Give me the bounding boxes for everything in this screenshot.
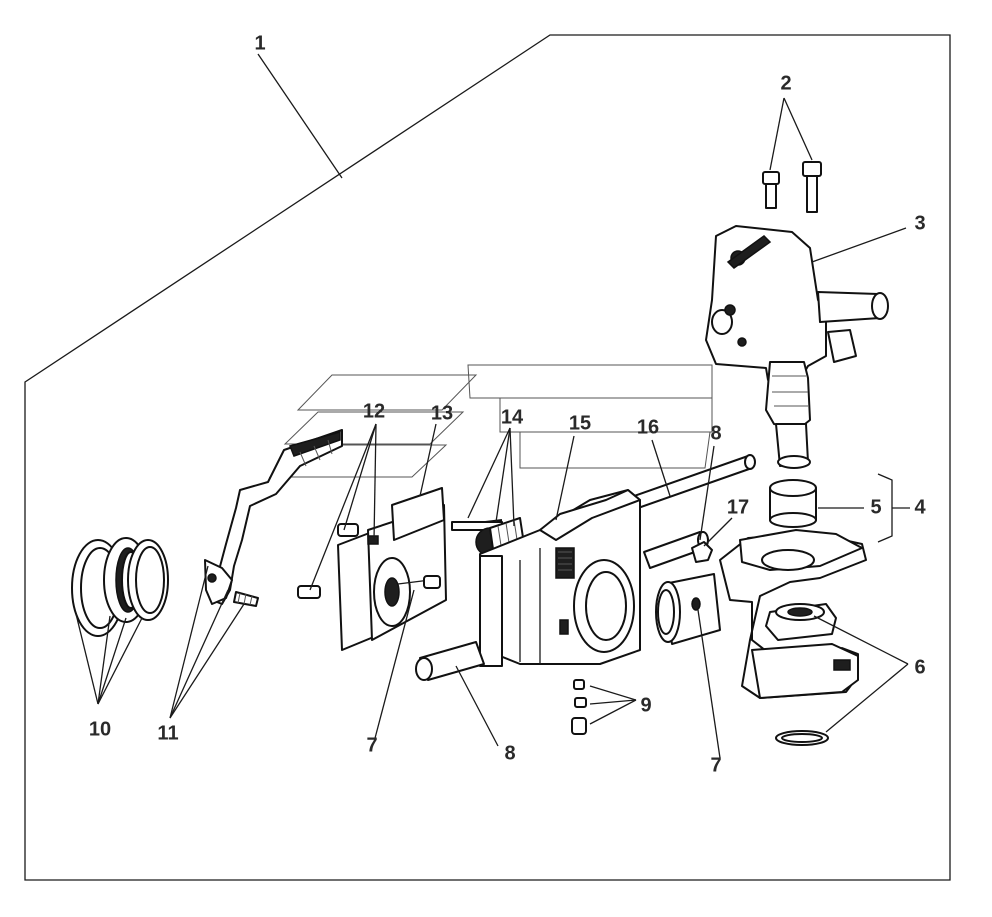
callout-7-left: 7: [366, 734, 377, 756]
layer-outlines: [268, 364, 713, 478]
part-17-nut: [691, 541, 713, 563]
part-10-seal-rings: [71, 537, 169, 637]
callout-7-right: 7: [710, 754, 721, 776]
part-3-coupling-head: [705, 225, 889, 469]
callout-17: 17: [727, 496, 749, 518]
central-housing: [479, 489, 641, 667]
callout-1: 1: [254, 32, 265, 54]
callout-6: 6: [914, 656, 925, 678]
part-2-bolts: [762, 161, 822, 213]
leader-lines: [75, 53, 910, 759]
callout-5: 5: [870, 496, 881, 518]
callout-13: 13: [431, 402, 453, 424]
callout-16: 16: [637, 416, 659, 438]
callout-14: 14: [501, 406, 524, 428]
part-9-bushings: [571, 679, 587, 735]
assembly-frame: [24, 34, 951, 881]
callout-2: 2: [780, 72, 791, 94]
callout-8-bottom: 8: [504, 742, 515, 764]
part-7-bushing: [655, 573, 721, 645]
callout-8-top: 8: [710, 422, 721, 444]
part-12-13-plates: [297, 487, 447, 651]
callout-3: 3: [914, 212, 925, 234]
part-4-coupling-jaw: [719, 529, 867, 699]
callout-11: 11: [157, 722, 178, 744]
part-8-pin-lower: [415, 641, 485, 681]
callout-9: 9: [640, 694, 651, 716]
callout-4: 4: [914, 496, 926, 518]
part-6-ring: [775, 730, 829, 746]
callout-12: 12: [363, 400, 385, 422]
callout-15: 15: [569, 412, 591, 434]
callout-10: 10: [89, 718, 111, 740]
callout-labels: 1 2 3 4 5 6 7 7 8 8 9 10 11 12 13 14 15 …: [89, 32, 927, 776]
part-11-lever: [204, 429, 343, 607]
part-5-sleeve: [769, 479, 817, 528]
